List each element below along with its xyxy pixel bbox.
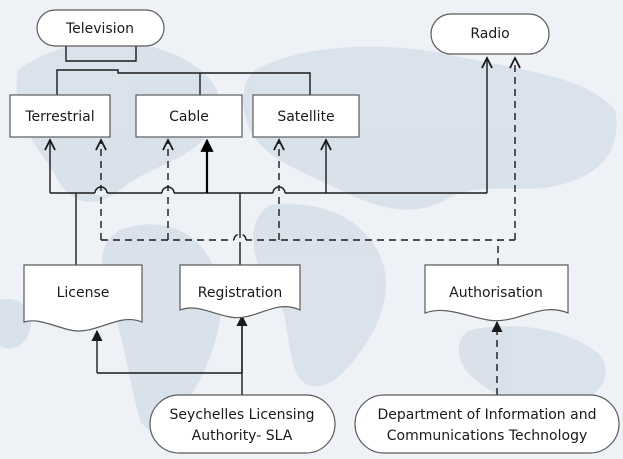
node-sla: Seychelles Licensing Authority- SLA bbox=[149, 394, 336, 454]
node-cable: Cable bbox=[135, 94, 243, 138]
radio-label: Radio bbox=[470, 26, 509, 42]
sla-label-line1: Seychelles Licensing bbox=[170, 407, 315, 423]
line-crossing-hops bbox=[94, 186, 286, 242]
node-authorisation: Authorisation bbox=[424, 264, 569, 322]
tv-branch-line bbox=[56, 69, 311, 95]
node-television: Television bbox=[36, 9, 165, 47]
license-label: License bbox=[57, 285, 110, 301]
dict-label-line2: Communications Technology bbox=[387, 428, 588, 444]
connectors bbox=[50, 42, 515, 395]
satellite-label: Satellite bbox=[277, 109, 334, 125]
cable-label: Cable bbox=[169, 109, 209, 125]
television-label: Television bbox=[65, 21, 134, 37]
node-satellite: Satellite bbox=[252, 94, 360, 138]
node-dict: Department of Information and Communicat… bbox=[354, 394, 620, 454]
registration-label: Registration bbox=[198, 285, 282, 301]
authorisation-label: Authorisation bbox=[449, 285, 543, 301]
tv-connector bbox=[65, 42, 137, 62]
node-terrestrial: Terrestrial bbox=[9, 94, 111, 138]
node-registration: Registration bbox=[179, 264, 301, 319]
terrestrial-label: Terrestrial bbox=[24, 109, 94, 125]
sla-label-line2: Authority- SLA bbox=[192, 428, 293, 444]
dict-label-line1: Department of Information and bbox=[378, 407, 597, 423]
node-license: License bbox=[23, 264, 143, 332]
node-radio: Radio bbox=[430, 13, 550, 55]
